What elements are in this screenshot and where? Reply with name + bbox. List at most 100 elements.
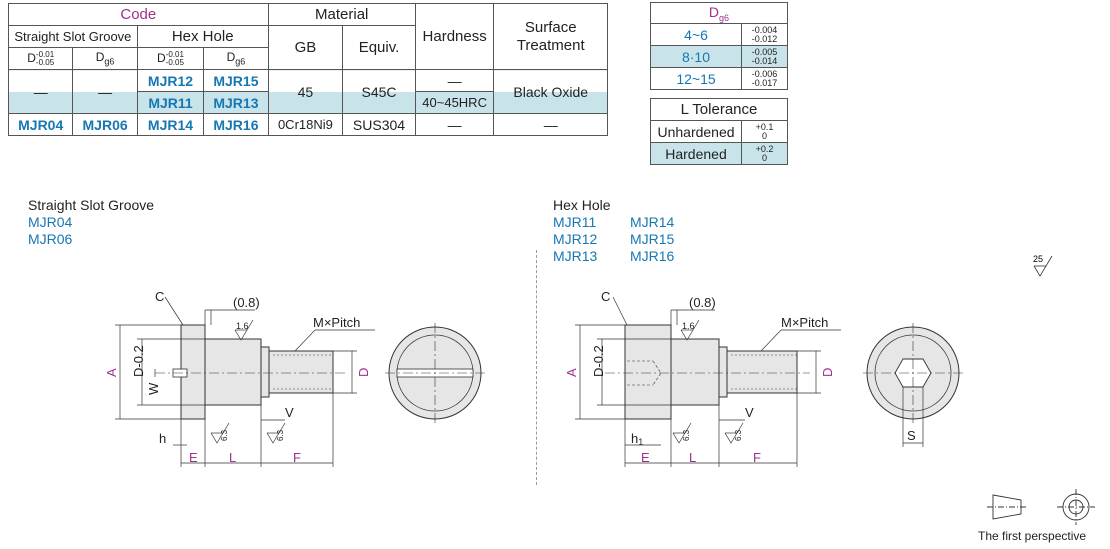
right-code[interactable]: MJR16: [630, 248, 675, 264]
header-surface: Surface Treatment: [493, 3, 608, 70]
label-d-0-2: D-0.2: [591, 345, 606, 377]
dg6-range: 12~15: [650, 67, 742, 90]
left-drawing-title: Straight Slot Groove: [28, 197, 155, 213]
left-code[interactable]: MJR06: [28, 231, 73, 247]
code-mjr06[interactable]: MJR06: [72, 113, 138, 136]
label-w: W: [146, 382, 161, 395]
l-tol-label: Hardened: [650, 142, 742, 165]
dg6-tol: -0.005-0.014: [741, 45, 788, 68]
row1-hardness: —: [414, 69, 495, 92]
row2-hardness: 40~45HRC: [414, 91, 495, 114]
label-rough-1-6: 1.6: [682, 321, 695, 331]
right-drawing-title: Hex Hole: [553, 197, 611, 213]
dg6-tol: -0.004-0.012: [741, 23, 788, 46]
header-hex-hole: Hex Hole: [136, 25, 269, 48]
code-mjr16[interactable]: MJR16: [203, 113, 269, 136]
right-code[interactable]: MJR14: [630, 214, 675, 230]
header-code: Code: [8, 3, 269, 26]
label-f: F: [293, 450, 301, 465]
left-code-list: MJR04 MJR06: [28, 214, 72, 248]
hex-hole-drawing: C (0.8) 1.6 M×Pitch A D-0.2 D V h1 E L F…: [565, 289, 963, 467]
right-code[interactable]: MJR13: [553, 248, 598, 264]
header-equiv: Equiv.: [342, 25, 416, 70]
hex-hole-end-view: [863, 323, 963, 447]
label-c: C: [601, 289, 610, 304]
label-a: A: [565, 368, 579, 377]
label-rough-6-3: 6.3: [276, 429, 285, 441]
label-h1: h1: [631, 431, 643, 447]
label-c: C: [155, 289, 164, 304]
label-d: D: [820, 368, 835, 377]
dg6-range: 8·10: [650, 45, 742, 68]
code-mjr15[interactable]: MJR15: [203, 69, 269, 92]
label-l: L: [689, 450, 696, 465]
header-dg6: Dg6: [72, 47, 138, 70]
label-h: h: [159, 431, 166, 446]
shaft-body: [670, 338, 720, 406]
label-d: D: [356, 368, 371, 377]
row3-surface: —: [493, 113, 608, 136]
row1-equiv: S45C: [342, 69, 416, 114]
row3-gb: 0Cr18Ni9: [267, 113, 344, 136]
l-tolerance-title: L Tolerance: [650, 98, 788, 121]
label-v: V: [285, 405, 294, 420]
drawing-divider: [536, 250, 537, 485]
general-roughness-value: 25: [1033, 254, 1043, 264]
label-rough-6-3: 6.3: [734, 429, 743, 441]
thread: [726, 350, 798, 394]
label-e: E: [189, 450, 198, 465]
code-mjr14[interactable]: MJR14: [136, 113, 205, 136]
row1-slot-d: —: [7, 69, 74, 114]
row3-hardness: —: [414, 113, 495, 136]
general-roughness-symbol: 25: [1033, 254, 1053, 277]
row1-surface: Black Oxide: [493, 69, 608, 114]
right-code[interactable]: MJR11: [553, 214, 597, 230]
code-mjr04[interactable]: MJR04: [7, 113, 74, 136]
shaft-body: [204, 338, 262, 406]
label-v: V: [745, 405, 754, 420]
label-f: F: [753, 450, 761, 465]
code-mjr11[interactable]: MJR11: [136, 91, 205, 114]
straight-slot-end-view: [385, 323, 485, 423]
label-thread: M×Pitch: [313, 315, 360, 330]
header-hex-dg6: Dg6: [203, 47, 269, 70]
dg6-tol: -0.006-0.017: [741, 67, 788, 90]
dg6-range: 4~6: [650, 23, 742, 46]
label-s: S: [907, 428, 916, 443]
right-code[interactable]: MJR12: [553, 231, 598, 247]
row3-equiv: SUS304: [342, 113, 416, 136]
label-rough-6-3: 6.3: [682, 429, 691, 441]
label-d-0-2: D-0.2: [131, 345, 146, 377]
neck: [718, 346, 728, 398]
spec-table: Code Material Hardness Surface Treatment…: [7, 3, 608, 136]
label-gap: (0.8): [689, 295, 716, 310]
label-e: E: [641, 450, 650, 465]
right-code[interactable]: MJR15: [630, 231, 675, 247]
row1-gb: 45: [267, 69, 344, 114]
right-code-list: MJR11 MJR14 MJR12 MJR15 MJR13 MJR16: [553, 214, 700, 265]
header-d-tol: D-0.01-0.05: [7, 47, 74, 70]
label-a: A: [104, 368, 119, 377]
first-angle-projection-icon: [987, 489, 1095, 525]
neck: [260, 346, 270, 398]
header-hex-d-tol: D-0.01-0.05: [136, 47, 205, 70]
label-thread: M×Pitch: [781, 315, 828, 330]
projection-label: The first perspective: [978, 529, 1087, 543]
code-mjr12[interactable]: MJR12: [136, 69, 205, 92]
code-mjr13[interactable]: MJR13: [203, 91, 269, 114]
label-gap: (0.8): [233, 295, 260, 310]
thread: [268, 350, 334, 394]
label-rough-6-3: 6.3: [220, 429, 229, 441]
header-hardness: Hardness: [414, 3, 495, 70]
label-l: L: [229, 450, 236, 465]
l-tol-label: Unhardened: [650, 120, 742, 143]
left-code[interactable]: MJR04: [28, 214, 73, 230]
straight-slot-drawing: C (0.8) 1.6 M×Pitch A D-0.2 W D V h E L …: [104, 289, 485, 467]
header-material: Material: [267, 3, 416, 26]
head-flange: [624, 324, 672, 420]
row1-slot-dg6: —: [72, 69, 138, 114]
label-rough-1-6: 1.6: [236, 321, 249, 331]
